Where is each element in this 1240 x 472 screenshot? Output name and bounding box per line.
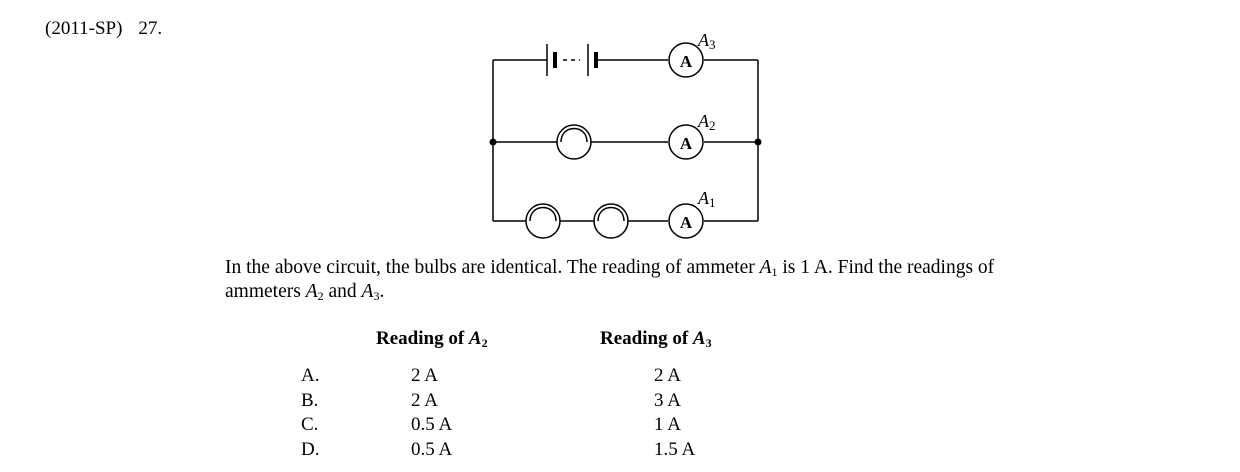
column-header-a2: Reading of A2 bbox=[376, 328, 488, 350]
question-line-1: In the above circuit, the bulbs are iden… bbox=[225, 257, 995, 279]
column-header-a3: Reading of A3 bbox=[600, 328, 712, 350]
ammeter-a3: A A3 bbox=[668, 30, 716, 78]
bulb-bottom-left bbox=[525, 203, 561, 239]
option-letter-b[interactable]: B. bbox=[301, 389, 319, 411]
option-a-a3: 2 A bbox=[654, 365, 681, 386]
option-c-a2: 0.5 A bbox=[411, 414, 453, 435]
option-b-a3: 3 A bbox=[654, 389, 681, 411]
option-letter-d[interactable]: D. bbox=[301, 438, 320, 460]
question-line-2: ammeters A2 and A3. bbox=[225, 281, 385, 303]
junction-dot-left bbox=[489, 138, 497, 146]
option-letter-a[interactable]: A. bbox=[301, 365, 320, 386]
ammeter-a1-symbol: A bbox=[680, 213, 693, 232]
question-header: (2011-SP) 27. bbox=[45, 18, 162, 40]
ammeter-a2: A A2 bbox=[668, 111, 716, 160]
bulb-middle bbox=[556, 124, 592, 160]
a3-readings: 2 A 3 A 1 A 1.5 A bbox=[654, 364, 695, 462]
circuit-diagram: A A3 A A2 A A1 bbox=[489, 30, 762, 239]
option-d-a3: 1.5 A bbox=[654, 438, 696, 460]
a2-readings: 2 A 2 A 0.5 A 0.5 A bbox=[411, 364, 452, 462]
bulb-bottom-right bbox=[593, 203, 629, 239]
ammeter-a3-symbol: A bbox=[680, 52, 693, 71]
ammeter-a2-label: A2 bbox=[697, 111, 716, 133]
ammeter-a3-label: A3 bbox=[697, 30, 716, 52]
battery-symbol bbox=[546, 44, 598, 76]
ammeter-a1: A A1 bbox=[668, 188, 716, 239]
option-a-a2: 2 A bbox=[411, 365, 438, 386]
question-source: (2011-SP) bbox=[45, 18, 123, 39]
question-number: 27. bbox=[138, 18, 163, 39]
option-c-a3: 1 A bbox=[654, 414, 681, 435]
option-b-a2: 2 A bbox=[411, 389, 438, 411]
option-d-a2: 0.5 A bbox=[411, 438, 453, 460]
junction-dot-right bbox=[754, 138, 762, 146]
option-letters: A. B. C. D. bbox=[301, 364, 319, 462]
ammeter-a1-label: A1 bbox=[697, 188, 716, 210]
ammeter-a2-symbol: A bbox=[680, 134, 693, 153]
question-text: In the above circuit, the bulbs are iden… bbox=[225, 256, 994, 304]
option-letter-c[interactable]: C. bbox=[301, 414, 319, 435]
